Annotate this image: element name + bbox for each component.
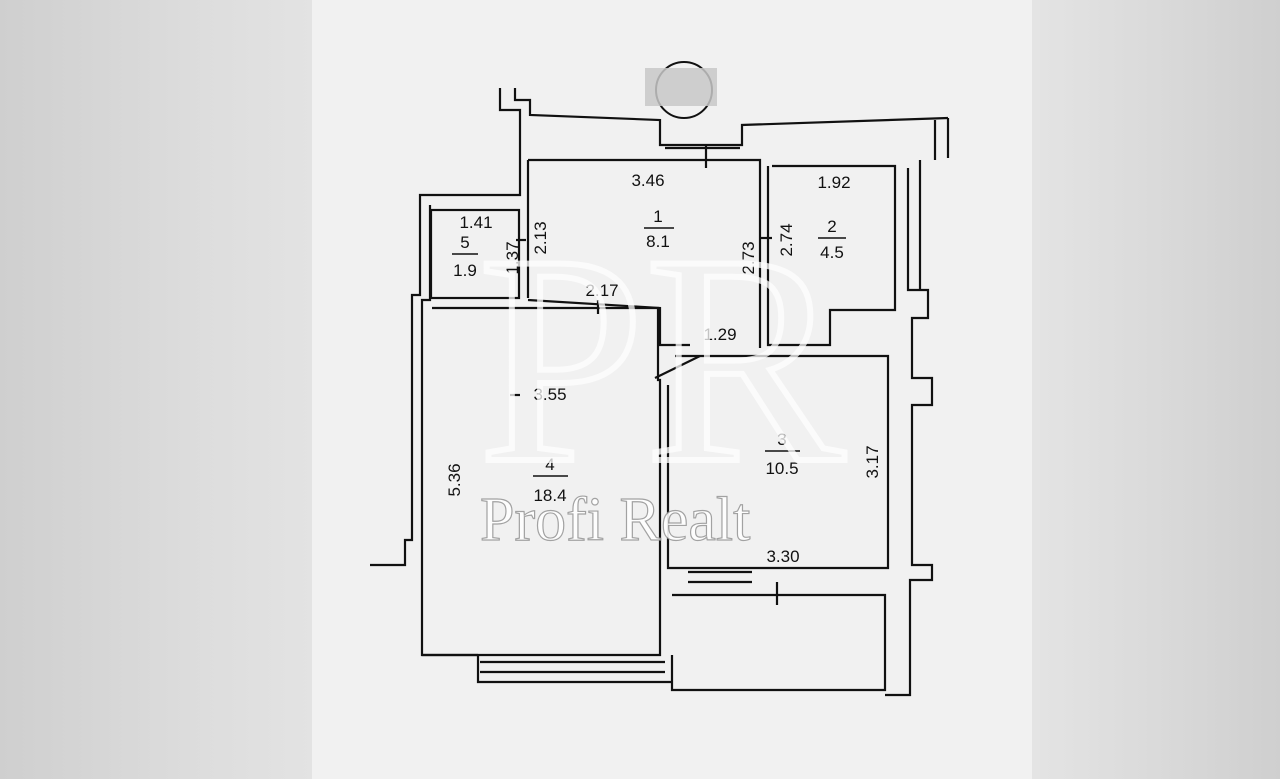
watermark-brand: Profi Realt — [480, 486, 750, 554]
room-2-label: 2 4.5 — [818, 217, 846, 262]
svg-text:8.1: 8.1 — [646, 232, 670, 251]
svg-text:1.9: 1.9 — [453, 261, 477, 280]
room-5-outline — [429, 208, 521, 300]
svg-text:3: 3 — [777, 430, 786, 449]
svg-text:5: 5 — [460, 233, 469, 252]
room-3-label: 3 10.5 — [765, 430, 800, 478]
svg-text:2: 2 — [827, 217, 836, 236]
dim-room5-width: 1.41 — [459, 213, 492, 232]
dim-room3-depth: 3.17 — [863, 445, 882, 478]
dim-corridor-width: 2.17 — [585, 281, 618, 300]
dim-door-width: 1.29 — [703, 325, 736, 344]
blurred-compass-label — [645, 68, 717, 106]
dim-room4-depth: 5.36 — [445, 463, 464, 496]
dim-room1-depth-right: 2.73 — [739, 241, 758, 274]
svg-text:10.5: 10.5 — [765, 459, 798, 478]
dim-room4-width: 3.55 — [533, 385, 566, 404]
dim-room3-width: 3.30 — [766, 547, 799, 566]
dim-room2-depth: 2.74 — [777, 223, 796, 256]
svg-text:4.5: 4.5 — [820, 243, 844, 262]
room-5-label: 5 1.9 — [452, 233, 478, 280]
svg-text:1: 1 — [653, 207, 662, 226]
svg-text:4: 4 — [545, 455, 554, 474]
room-1-label: 1 8.1 — [644, 207, 674, 251]
blurred-right-margin — [1032, 0, 1280, 779]
watermark-monogram: PR — [478, 193, 846, 525]
plan-paper-sheet — [312, 0, 1032, 779]
dim-room2-width: 1.92 — [817, 173, 850, 192]
svg-text:18.4: 18.4 — [533, 486, 566, 505]
room-4-label: 4 18.4 — [533, 455, 568, 505]
dim-room1-depth-left: 2.13 — [531, 221, 550, 254]
blurred-left-margin — [0, 0, 312, 779]
dim-room1-width: 3.46 — [631, 171, 664, 190]
dim-room5-depth: 1.37 — [503, 241, 522, 274]
